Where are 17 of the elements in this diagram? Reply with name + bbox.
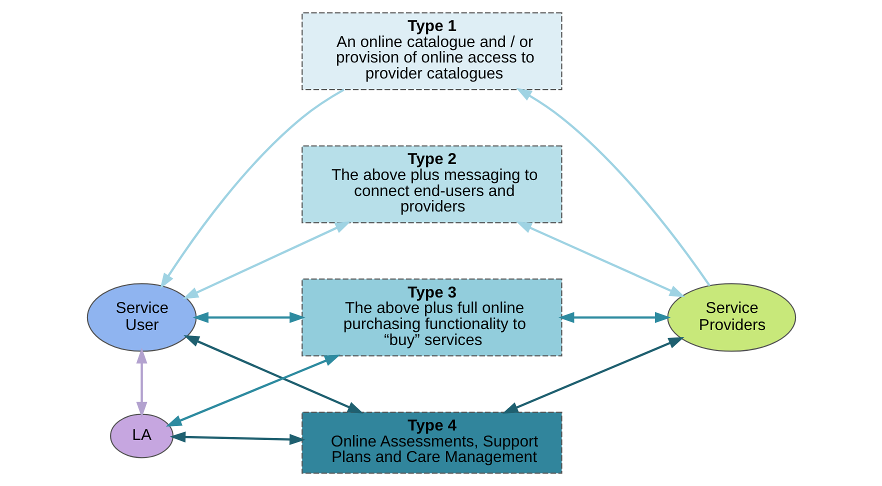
- arrow: [502, 336, 684, 414]
- arrow: [165, 354, 340, 427]
- node-box: Type 1 An online catalogue and / or provision of online access to provider catalogues: [301, 12, 562, 90]
- node-ellipse: Service User: [86, 283, 196, 352]
- arrow: [183, 335, 363, 414]
- arrow: [558, 312, 670, 324]
- arrow: [192, 312, 305, 324]
- arrow: [516, 88, 710, 286]
- arrow: [136, 348, 147, 418]
- arrow: [515, 221, 685, 298]
- node-ellipse: LA: [110, 414, 174, 458]
- arrow: [160, 88, 344, 289]
- node-box: Type 3 The above plus full online purchasing functionality to “buy” services: [301, 278, 562, 356]
- node-box: Type 2 The above plus messaging to connect end-users and providers: [301, 145, 562, 224]
- node-box: Type 4 Online Assessments, Support Plans and Care Management: [301, 412, 562, 474]
- arrow: [169, 431, 305, 445]
- arrow: [182, 221, 350, 300]
